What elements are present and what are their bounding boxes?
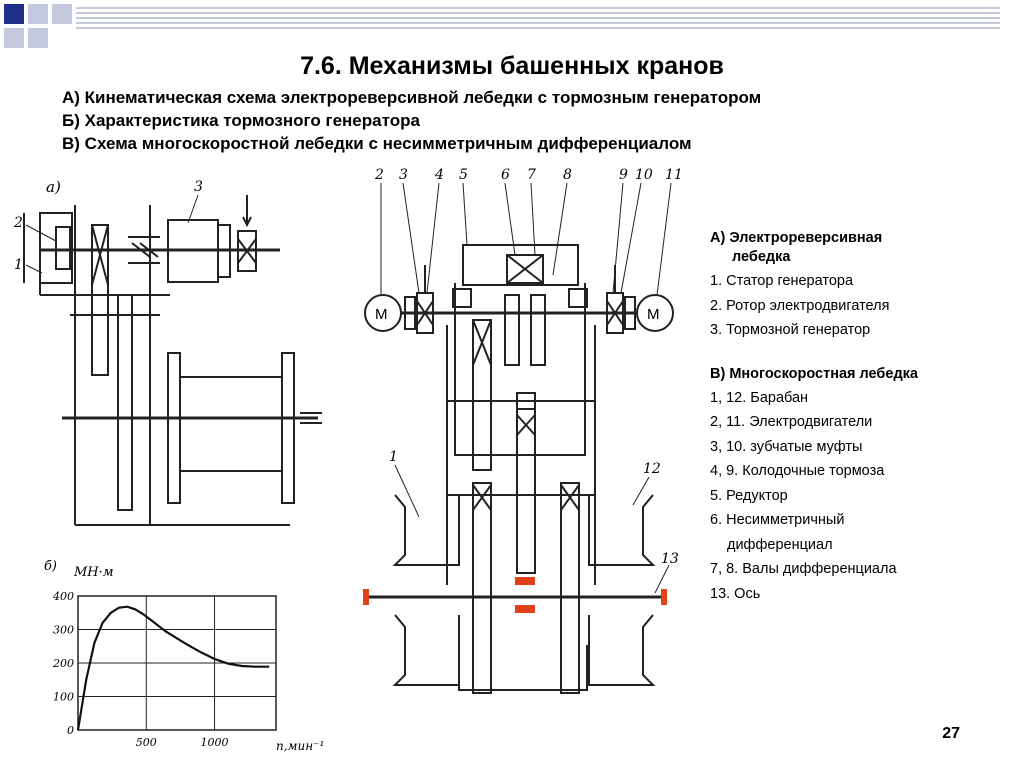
legend-a-heading: А) Электрореверсивная — [710, 230, 883, 246]
chart-y-label: МН·м — [73, 565, 114, 580]
legend-b-heading: В) Многоскоростная лебедка — [710, 365, 918, 382]
callout-c-13: 13 — [661, 551, 679, 567]
legend-b-item: 3, 10. зубчатые муфты — [710, 438, 863, 455]
legend-b-item: 6. Несимметричный — [710, 512, 845, 528]
figure-c-diagram: 2 3 4 5 6 7 8 9 10 11 1 12 13 M M — [363, 167, 683, 694]
chart-x-tick-label: 500 — [136, 736, 157, 749]
figure-a-diagram: а) 2 1 3 — [13, 178, 322, 526]
chart-grid — [77, 595, 277, 731]
legend-b-item: 13. Ось — [710, 585, 761, 602]
chart-x-tick-label: 1000 — [201, 736, 229, 749]
legend: А) Электрореверсивная лебедка 1. Статор … — [710, 229, 1010, 604]
callout-c-9: 9 — [619, 167, 628, 183]
subtitle-list: А) Кинематическая схема электрореверсивн… — [62, 86, 761, 155]
chart-x-label: n,мин⁻¹ — [276, 739, 324, 753]
figure-a-label: а) — [46, 178, 61, 196]
callout-c-10: 10 — [635, 167, 653, 183]
legend-b-item: 2, 11. Электродвигатели — [710, 414, 873, 430]
slide-title: 7.6. Механизмы башенных кранов — [300, 52, 724, 80]
legend-a-item: 3. Тормозной генератор — [710, 322, 871, 338]
callout-c-3: 3 — [399, 167, 408, 183]
subtitle-a: А) Кинематическая схема электрореверсивн… — [62, 88, 762, 107]
motor-right-label: M — [647, 306, 660, 323]
chart-y-tick-label: 300 — [53, 624, 74, 637]
legend-b-item: 4, 9. Колодочные тормоза — [710, 463, 885, 479]
callout-c-4: 4 — [434, 167, 444, 183]
callout-c-8: 8 — [563, 167, 572, 183]
chart-series-line — [76, 605, 270, 731]
legend-a-item: 1. Статор генератора — [710, 273, 854, 289]
chart-y-tick-label: 100 — [53, 691, 74, 704]
callout-a-1: 1 — [14, 257, 23, 273]
callout-c-2: 2 — [374, 167, 384, 183]
motor-left-label: M — [375, 306, 388, 323]
subtitle-c: В) Схема многоскоростной лебедки с несим… — [62, 134, 692, 153]
chart-y-tick-label: 0 — [67, 724, 74, 737]
page-number: 27 — [942, 725, 960, 742]
chart-y-tick-label: 400 — [52, 590, 74, 603]
callout-c-1: 1 — [389, 449, 398, 465]
corner-decoration — [4, 4, 1000, 48]
callout-c-11: 11 — [665, 167, 683, 183]
subtitle-b: Б) Характеристика тормозного генератора — [62, 111, 420, 130]
legend-b-item-cont: дифференциал — [727, 536, 833, 553]
legend-b-item: 5. Редуктор — [710, 487, 788, 504]
legend-b-item: 1, 12. Барабан — [710, 389, 809, 406]
callout-c-5: 5 — [459, 167, 468, 183]
figure-b-chart: 0 100 200 300 400 500 1000 б) МН·м n,мин⁻¹ — [44, 560, 324, 753]
callout-c-7: 7 — [527, 167, 536, 183]
figure-b-label: б) — [44, 560, 57, 574]
chart-y-tick-label: 200 — [52, 657, 74, 670]
callout-c-6: 6 — [501, 167, 510, 183]
callout-a-3: 3 — [194, 179, 203, 195]
legend-b-item: 7, 8. Валы дифференциала — [710, 561, 897, 577]
legend-a-item: 2. Ротор электродвигателя — [710, 297, 890, 314]
callout-a-2: 2 — [13, 215, 23, 231]
legend-a-heading-cont: лебедка — [732, 249, 791, 265]
callout-c-12: 12 — [643, 461, 661, 477]
chart-ticks: 0 100 200 300 400 500 1000 — [52, 590, 229, 749]
